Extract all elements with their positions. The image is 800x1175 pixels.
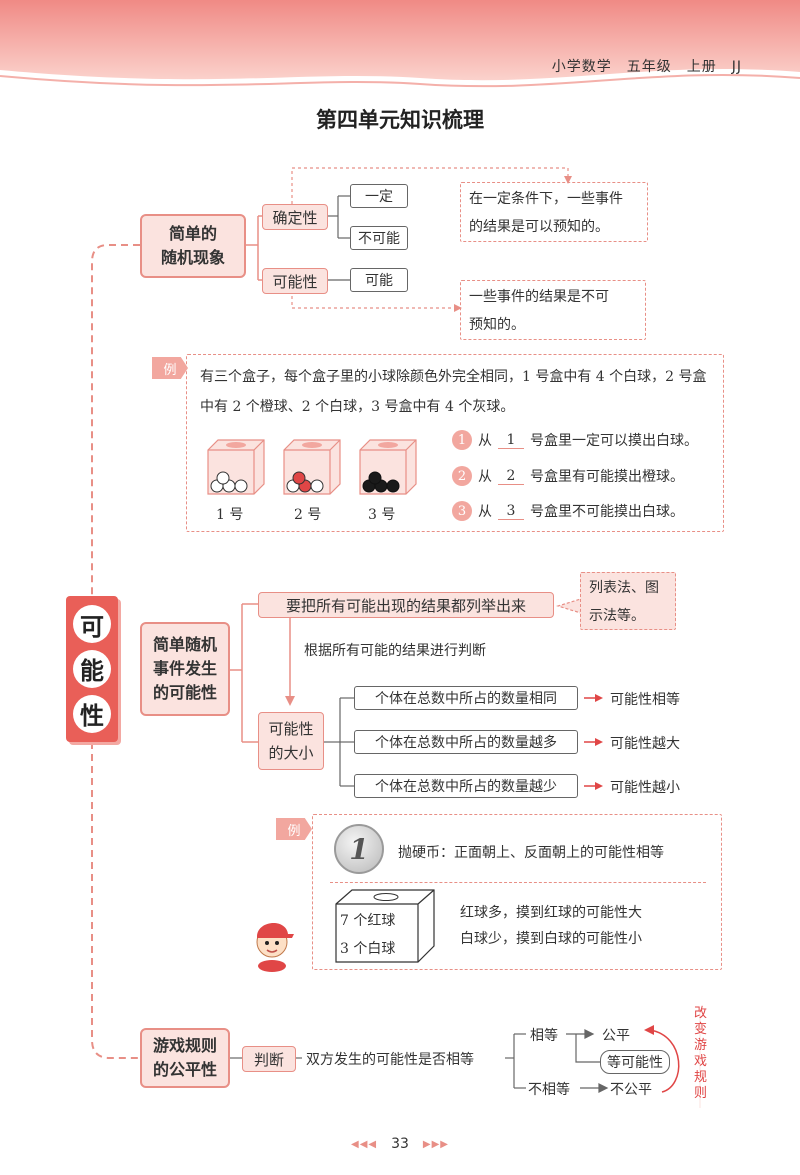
ball-conclusion: 红球多，摸到红球的可能性大 xyxy=(460,905,642,921)
rule-condition: 个体在总数中所占的数量越少 xyxy=(354,774,578,798)
answer-blank: 3 xyxy=(498,503,524,520)
answer-number: 3 xyxy=(452,501,472,521)
series-label: 小学数学 五年级 上册 JJ xyxy=(551,59,742,75)
methods-pointer xyxy=(556,597,584,615)
example-2-divider xyxy=(330,882,706,883)
example-2-tag: 例 xyxy=(276,818,312,840)
rule-result: 可能性越小 xyxy=(610,780,680,796)
possible-note: 一些事件的结果是不可 预知的。 xyxy=(460,280,646,340)
rule-result: 可能性越大 xyxy=(610,736,680,752)
ball-box-3 xyxy=(359,439,417,495)
example-2-panel xyxy=(312,814,722,970)
answer-blank: 1 xyxy=(498,432,524,449)
root-char: 能 xyxy=(73,649,111,688)
box-label: 2 号 xyxy=(294,507,322,523)
not-equal-label: 不相等 xyxy=(528,1082,570,1098)
certain-item: 一定 xyxy=(350,184,408,208)
example-1-panel xyxy=(186,354,724,532)
list-all-node: 要把所有可能出现的结果都列举出来 xyxy=(258,592,554,618)
answer-row: 2 从 2 号盒里有可能摸出橙球。 xyxy=(452,466,684,486)
box-label: 3 号 xyxy=(368,507,396,523)
unfair-label: 不公平 xyxy=(610,1082,652,1098)
box-label: 1 号 xyxy=(216,507,244,523)
change-rules-note: 改变游戏规则 xyxy=(694,1006,708,1101)
ball-box-1 xyxy=(207,439,265,495)
judge-node: 判断 xyxy=(242,1046,296,1072)
certain-note: 在一定条件下，一些事件 的结果是可以预知的。 xyxy=(460,182,648,242)
answer-blank: 2 xyxy=(498,468,524,485)
certain-node: 确定性 xyxy=(262,204,328,230)
next-arrows-icon: ▶▶▶ xyxy=(422,1138,449,1150)
box-content: 7 个红球 xyxy=(340,913,396,929)
possible-item: 可能 xyxy=(350,268,408,292)
rule-condition: 个体在总数中所占的数量越多 xyxy=(354,730,578,754)
root-topic: 可 能 性 xyxy=(66,596,118,742)
ball-box-2 xyxy=(283,439,341,495)
answer-row: 3 从 3 号盒里不可能摸出白球。 xyxy=(452,501,684,521)
ball-conclusion: 白球少，摸到白球的可能性小 xyxy=(460,931,642,947)
fair-label: 公平 xyxy=(602,1028,630,1044)
page-number: 33 xyxy=(391,1136,409,1152)
possible-node: 可能性 xyxy=(262,268,328,294)
equal-label: 相等 xyxy=(530,1028,558,1044)
rule-result: 可能性相等 xyxy=(610,692,680,708)
answer-row: 1 从 1 号盒里一定可以摸出白球。 xyxy=(452,430,698,450)
coin-icon: 1 xyxy=(334,824,384,874)
answer-number: 1 xyxy=(452,430,472,450)
root-char: 性 xyxy=(73,694,111,733)
branch-game-fairness: 游戏规则 的公平性 xyxy=(140,1028,230,1088)
rule-condition: 个体在总数中所占的数量相同 xyxy=(354,686,578,710)
header-band xyxy=(0,0,800,88)
size-node: 可能性 的大小 xyxy=(258,712,324,770)
example-1-text: 有三个盒子，每个盒子里的小球除颜色外完全相同，1 号盒中有 4 个白球，2 号盒… xyxy=(200,369,707,415)
root-char: 可 xyxy=(73,605,111,644)
kid-mascot-icon xyxy=(256,922,294,972)
coin-text: 抛硬币：正面朝上、反面朝上的可能性相等 xyxy=(398,845,664,861)
branch-event-possibility: 简单随机 事件发生 的可能性 xyxy=(140,622,230,716)
box-content: 3 个白球 xyxy=(340,941,396,957)
mystery-box xyxy=(335,889,435,963)
branch-simple-random-phenomena: 简单的 随机现象 xyxy=(140,214,246,278)
equal-possibility-box: 等可能性 xyxy=(600,1050,670,1074)
methods-note: 列表法、图 示法等。 xyxy=(580,572,676,630)
page-title: 第四单元知识梳理 xyxy=(316,108,484,132)
impossible-item: 不可能 xyxy=(350,226,408,250)
page-footer: ◀◀◀ 33 ▶▶▶ xyxy=(0,1136,800,1152)
fairness-question: 双方发生的可能性是否相等 xyxy=(306,1052,474,1068)
example-1-tag: 例 xyxy=(152,357,188,379)
answer-number: 2 xyxy=(452,466,472,486)
judge-text: 根据所有可能的结果进行判断 xyxy=(304,643,486,659)
prev-arrows-icon: ◀◀◀ xyxy=(351,1138,378,1150)
